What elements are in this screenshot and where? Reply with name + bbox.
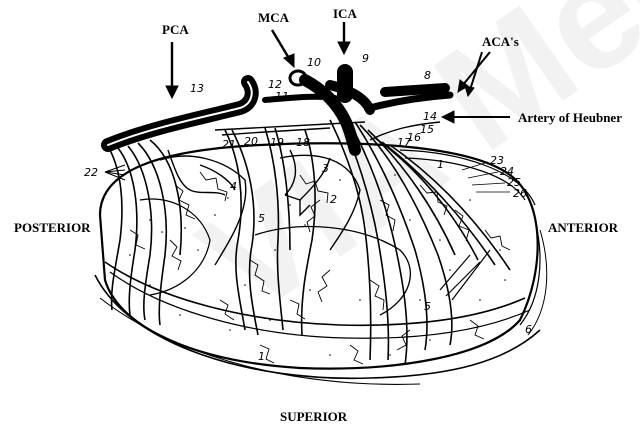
number-5-posterior: 5 — [258, 212, 265, 225]
number-26: 26 — [513, 187, 527, 200]
number-1-anterior: 1 — [437, 158, 444, 171]
number-3: 3 — [322, 162, 329, 175]
number-20: 20 — [244, 135, 258, 148]
label-ica: ICA — [333, 6, 357, 21]
number-9: 9 — [362, 52, 369, 65]
number-13: 13 — [190, 82, 204, 95]
number-19: 19 — [270, 136, 284, 149]
number-7: 7 — [466, 86, 473, 99]
number-14: 14 — [423, 110, 437, 123]
number-2: 2 — [330, 193, 337, 206]
number-15: 15 — [420, 123, 434, 136]
number-17: 17 — [397, 136, 411, 149]
number-10: 10 — [307, 56, 321, 69]
number-8: 8 — [424, 69, 431, 82]
label-pca: PCA — [162, 22, 189, 37]
label-acas: ACA's — [482, 34, 519, 49]
number-11: 11 — [275, 90, 289, 103]
number-22: 22 — [84, 166, 98, 179]
number-6: 6 — [525, 323, 532, 336]
number-21: 21 — [222, 138, 236, 151]
label-anterior: ANTERIOR — [548, 220, 619, 235]
number-1-superior: 1 — [258, 350, 265, 363]
label-mca: MCA — [258, 10, 290, 25]
label-posterior: POSTERIOR — [14, 220, 91, 235]
number-12: 12 — [268, 78, 282, 91]
label-superior: SUPERIOR — [280, 409, 348, 424]
number-5-anterior: 5 — [424, 300, 431, 313]
number-18: 18 — [296, 136, 310, 149]
number-4: 4 — [230, 180, 237, 193]
label-artery-of-heubner: Artery of Heubner — [518, 110, 622, 125]
